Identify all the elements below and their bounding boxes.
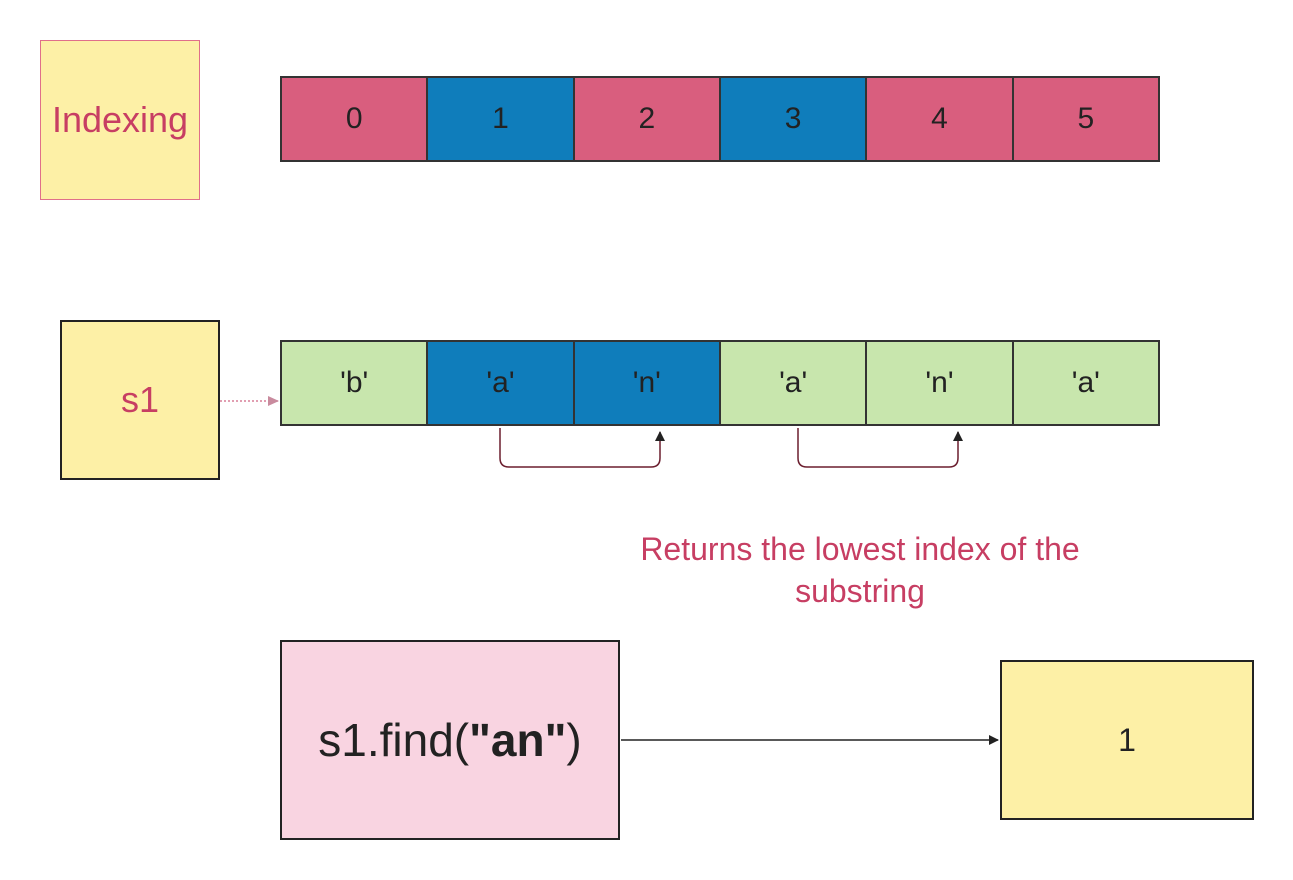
caption-line-2: substring — [795, 573, 925, 609]
char-cell-text: 'n' — [632, 366, 661, 399]
substring-match-arrow-1 — [499, 428, 665, 468]
index-cell: 0 — [282, 78, 429, 160]
index-cell-text: 2 — [638, 102, 656, 135]
caption: Returns the lowest index of the substrin… — [560, 528, 1160, 612]
index-cell: 3 — [720, 78, 868, 160]
variable-label-text: s1 — [120, 379, 160, 420]
char-cell-text: 'a' — [1071, 366, 1100, 399]
string-row: 'b' 'a' 'n' 'a' 'n' 'a' — [280, 340, 1160, 426]
char-cell-text: 'b' — [340, 366, 369, 399]
result-box: 1 — [1000, 660, 1254, 820]
char-cell: 'n' — [574, 342, 721, 424]
result-value: 1 — [1118, 721, 1136, 758]
find-call-prefix: s1.find( — [318, 714, 470, 766]
index-cell-text: 0 — [345, 102, 363, 135]
char-cell-text: 'n' — [925, 366, 954, 399]
variable-label: s1 — [60, 320, 220, 480]
char-cell: 'a' — [1013, 342, 1160, 424]
index-cell-text: 3 — [784, 102, 802, 135]
find-call-argument: "an" — [469, 714, 567, 766]
char-cell: 'b' — [282, 342, 429, 424]
char-cell-text: 'a' — [779, 366, 808, 399]
index-cell-text: 1 — [492, 102, 509, 135]
index-cell-text: 4 — [931, 102, 948, 135]
indexing-label: Indexing — [40, 40, 200, 200]
index-cell: 1 — [428, 78, 575, 160]
index-cell-text: 5 — [1077, 102, 1095, 135]
index-cell: 4 — [867, 78, 1014, 160]
index-row: 0 1 2 3 4 5 — [280, 76, 1160, 162]
find-call-box: s1.find("an") — [280, 640, 620, 840]
char-cell-text: 'a' — [486, 366, 515, 399]
substring-match-arrow-2 — [797, 428, 963, 468]
find-call-suffix: ) — [566, 714, 582, 766]
char-cell: 'a' — [720, 342, 868, 424]
caption-line-1: Returns the lowest index of the — [640, 531, 1080, 567]
indexing-label-text: Indexing — [51, 99, 189, 140]
index-cell: 5 — [1013, 78, 1160, 160]
char-cell: 'n' — [867, 342, 1014, 424]
index-cell: 2 — [574, 78, 721, 160]
char-cell: 'a' — [428, 342, 575, 424]
